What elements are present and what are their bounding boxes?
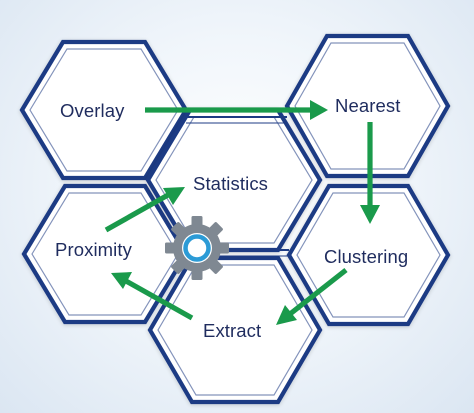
node-label-overlay: Overlay [60, 100, 125, 121]
hex-nearest [284, 33, 451, 179]
arrow-nearest-to-clustering [360, 122, 380, 224]
node-label-extract: Extract [203, 320, 262, 341]
hex-clustering [286, 183, 451, 327]
arrow-overlay-to-nearest [145, 100, 328, 120]
node-label-clustering: Clustering [324, 246, 409, 267]
arrow-clustering-to-extract [276, 267, 348, 325]
node-label-statistics: Statistics [193, 173, 269, 194]
arrow-extract-to-proximity [111, 272, 194, 321]
arrow-proximity-to-statistics [104, 187, 185, 233]
gear-icon [165, 216, 229, 280]
node-label-proximity: Proximity [55, 239, 132, 260]
node-label-nearest: Nearest [335, 95, 401, 116]
